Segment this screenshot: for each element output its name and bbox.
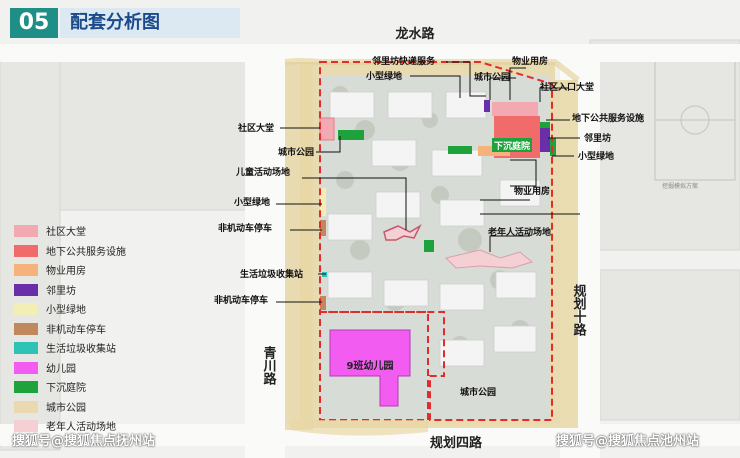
label-garbage-station: 生活垃圾收集站: [240, 268, 303, 280]
section-number: 05: [10, 8, 58, 38]
neighbor-note: 挖掘模拟方案: [662, 182, 698, 190]
legend-label: 老年人活动场地: [46, 422, 116, 433]
label-bike-parking-1: 非机动车停车: [218, 222, 272, 234]
label-neighborhood-hub: 邻里坊: [584, 132, 611, 144]
label-property-room-2: 物业用房: [514, 185, 550, 197]
kindergarten-building: [329, 329, 411, 407]
label-city-park-1: 城市公园: [474, 71, 510, 83]
kindergarten-label: 9班幼儿园: [347, 359, 394, 372]
legend-swatch: [14, 322, 38, 335]
legend-item: 社区大堂: [14, 222, 164, 242]
legend-label: 城市公园: [46, 402, 86, 414]
legend-label: 社区大堂: [46, 227, 86, 238]
legend-label: 幼儿园: [46, 363, 76, 375]
legend-swatch: [14, 283, 38, 296]
neighborhood-hub-small: [484, 100, 490, 112]
legend: 社区大堂地下公共服务设施物业用房邻里坊小型绿地非机动车停车生活垃圾收集站幼儿园下…: [14, 222, 164, 437]
label-small-green-3: 小型绿地: [233, 196, 270, 208]
site-boundary: [319, 61, 553, 421]
legend-item: 下沉庭院: [14, 378, 164, 398]
legend-swatch: [14, 400, 38, 413]
label-city-park-3: 城市公园: [460, 386, 496, 398]
neighborhood-hub: [540, 128, 550, 152]
roads: [0, 44, 740, 458]
label-elderly-activity: 老年人活动场地: [487, 226, 551, 238]
legend-label: 下沉庭院: [46, 383, 86, 394]
legend-swatch: [14, 225, 38, 237]
label-community-lobby: 社区大堂: [237, 122, 274, 134]
small-green-hub: [540, 122, 550, 128]
legend-item: 物业用房: [14, 261, 164, 281]
road-west-label: 青川路: [261, 345, 278, 385]
label-small-green-1: 小型绿地: [365, 70, 402, 82]
small-green-mid: [424, 240, 434, 252]
community-entrance-lobby: [492, 102, 538, 116]
watermark-right: 搜狐号@搜狐焦点池州站: [556, 434, 700, 449]
legend-item: 地下公共服务设施: [14, 242, 164, 262]
label-small-green-2: 小型绿地: [577, 150, 614, 162]
legend-item: 小型绿地: [14, 300, 164, 320]
small-green-north: [338, 130, 364, 140]
legend-item: 非机动车停车: [14, 320, 164, 340]
legend-swatch: [14, 264, 38, 276]
legend-label: 物业用房: [46, 266, 86, 277]
label-bike-parking-2: 非机动车停车: [214, 294, 268, 306]
children-play-area: [383, 224, 422, 241]
legend-swatch: [14, 244, 38, 257]
leader-lines: [276, 61, 580, 303]
label-express-service: 邻里坊快递服务: [372, 55, 436, 67]
legend-swatch: [14, 303, 38, 315]
label-city-park-2: 城市公园: [278, 146, 314, 158]
legend-label: 地下公共服务设施: [46, 246, 126, 258]
watermark-left: 搜狐号@搜狐焦点抚州站: [12, 434, 156, 449]
legend-item: 邻里坊: [14, 281, 164, 301]
legend-label: 小型绿地: [46, 305, 86, 316]
small-green-east: [448, 146, 472, 154]
label-sunken-courtyard: 下沉庭院: [494, 140, 530, 152]
label-children-play: 儿童活动场地: [235, 166, 290, 178]
legend-label: 邻里坊: [46, 285, 76, 297]
city-park-west: [285, 62, 313, 430]
label-entrance-lobby: 社区入口大堂: [539, 81, 594, 93]
legend-swatch: [14, 361, 38, 374]
legend-item: 城市公园: [14, 398, 164, 418]
legend-item: 生活垃圾收集站: [14, 339, 164, 359]
bike-parking-north: [320, 220, 326, 236]
legend-label: 非机动车停车: [46, 324, 106, 336]
small-green-west: [320, 188, 326, 216]
legend-swatch: [14, 342, 38, 354]
legend-swatch: [14, 420, 38, 432]
road-north-label: 龙水路: [395, 26, 435, 42]
community-lobby-west: [319, 117, 335, 141]
road-south-label: 规划四路: [430, 435, 483, 451]
page-header: 05 配套分析图: [0, 0, 242, 42]
page-title: 配套分析图: [60, 8, 240, 38]
city-park-band: [300, 62, 578, 428]
legend-label: 生活垃圾收集站: [46, 344, 116, 355]
road-east-label: 规划十路: [571, 284, 587, 336]
residential-buildings: [327, 91, 541, 367]
city-park-south: [290, 420, 428, 436]
legend-item: 幼儿园: [14, 359, 164, 379]
callout-labels: 邻里坊快递服务 小型绿地 物业用房 城市公园 社区入口大堂 社区大堂 城市公园 …: [214, 55, 644, 398]
legend-swatch: [14, 381, 38, 393]
elderly-activity-area: [445, 249, 534, 269]
legend-item: 老年人活动场地: [14, 417, 164, 437]
label-underground-facility: 地下公共服务设施: [572, 112, 644, 124]
label-property-room-1: 物业用房: [512, 55, 548, 67]
sunken-courtyard: [492, 138, 532, 152]
bike-parking-south: [320, 296, 326, 310]
